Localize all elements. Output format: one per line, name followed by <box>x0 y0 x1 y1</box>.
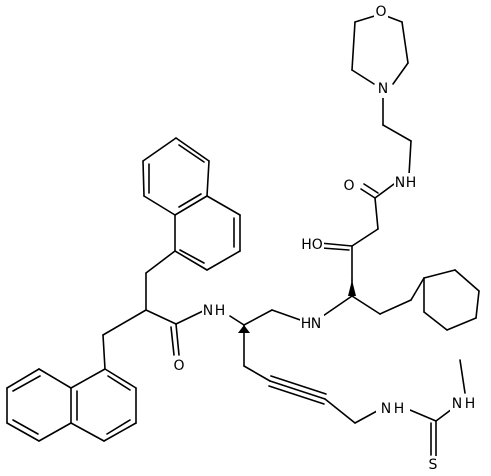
amine-core <box>243 279 412 326</box>
atom-label-thiourea-h2: H <box>465 396 476 412</box>
atom-label-amide1-n: N <box>395 175 405 191</box>
upper-naphthalene <box>142 137 241 271</box>
thiourea <box>409 359 466 457</box>
dibenzyl-methine <box>102 250 176 370</box>
atom-labels: O N N H O HO H N N H O N H N H S <box>172 3 480 474</box>
ethyl-linker <box>382 96 412 176</box>
atom-label-morpholine-o: O <box>375 4 386 20</box>
amide-1 <box>360 183 395 230</box>
atom-label-amide2-n: N <box>203 303 213 319</box>
bond-skeleton <box>6 13 480 457</box>
atom-label-thiourea-s: S <box>429 457 438 473</box>
lower-naphthalene <box>6 368 137 442</box>
atom-label-amide2-h: H <box>215 303 226 319</box>
amide-2 <box>145 309 204 356</box>
alkyne-chain <box>229 315 378 424</box>
atom-label-amine-h: H <box>301 316 312 332</box>
atom-label-amide1-o: O <box>343 178 354 194</box>
cyclohexane-ring <box>410 269 480 331</box>
hydroxy-backbone <box>319 228 379 281</box>
atom-label-hydroxyl: HO <box>301 237 323 253</box>
atom-label-amide2-o: O <box>173 358 184 374</box>
atom-label-amine-n: N <box>311 316 321 332</box>
atom-label-amide1-h: H <box>406 175 417 191</box>
morpholine-ring <box>351 13 409 85</box>
atom-label-thiourea-n1: N <box>381 401 391 417</box>
atom-label-morpholine-n: N <box>378 81 388 97</box>
atom-label-thiourea-n2: N <box>452 396 462 412</box>
stereo-wedges <box>238 280 356 333</box>
atom-label-thiourea-h1: H <box>394 401 405 417</box>
